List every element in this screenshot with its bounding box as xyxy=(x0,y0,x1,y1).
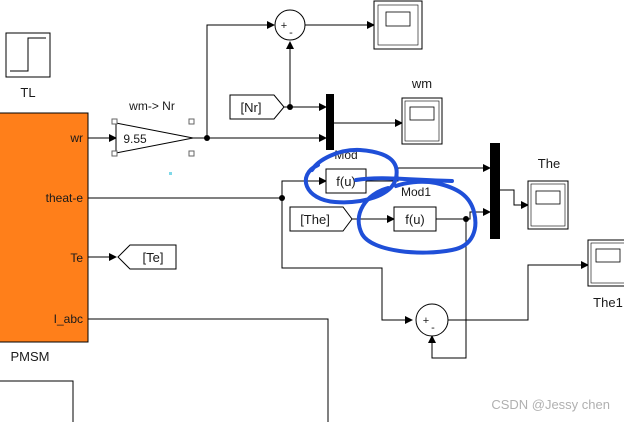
sum-top-block[interactable]: + - xyxy=(274,9,306,41)
step-block[interactable]: TL xyxy=(5,32,51,100)
goto-te-block[interactable]: [Te] xyxy=(117,244,177,270)
sum-top-sign-plus: + xyxy=(281,20,287,32)
port-iabc: I_abc xyxy=(54,312,83,326)
branch-dot xyxy=(204,135,210,141)
fcn-mod1-block[interactable]: Mod1 f(u) xyxy=(393,185,437,232)
from-the-block[interactable]: [The] xyxy=(289,206,353,232)
sum-bottom-block[interactable]: + - xyxy=(415,303,449,337)
from-nr-tag: [Nr] xyxy=(241,100,262,115)
selection-handles xyxy=(111,118,195,157)
scope-the[interactable]: The xyxy=(527,156,569,230)
sum-bottom-sign-minus: - xyxy=(431,322,435,334)
mux-block-1[interactable] xyxy=(326,94,334,150)
step-label: TL xyxy=(20,85,35,100)
cursor-dot xyxy=(169,172,172,175)
wire-gain-to-sum-top xyxy=(206,21,275,138)
wire-iabc xyxy=(88,318,329,422)
branch-dot xyxy=(279,195,285,201)
pmsm-block[interactable]: wr theat-e Te I_abc PMSM xyxy=(0,112,89,364)
branch-dot xyxy=(287,104,293,110)
scope-top[interactable] xyxy=(373,0,423,50)
scope-the-label: The xyxy=(538,156,560,171)
scope-the1-label: The1 xyxy=(593,295,623,310)
branch-dot xyxy=(463,216,469,222)
watermark: CSDN @Jessy chen xyxy=(491,397,610,412)
pmsm-label: PMSM xyxy=(11,349,50,364)
pmsm-body xyxy=(0,112,89,343)
wire-mod1-to-sum-bottom xyxy=(428,219,467,359)
fcn-mod1-expr: f(u) xyxy=(405,212,425,227)
wire-sum-to-scope-the1 xyxy=(448,261,589,321)
scope-the1[interactable]: The1 xyxy=(587,239,624,310)
wire-mux2-to-scope-the xyxy=(500,189,529,209)
hand-annotation xyxy=(303,147,478,255)
fcn-mod-expr: f(u) xyxy=(336,174,356,189)
goto-te-tag: [Te] xyxy=(143,250,164,265)
partial-block xyxy=(0,380,74,422)
wire-mod1-to-mux2 xyxy=(436,208,491,220)
port-te: Te xyxy=(70,251,83,265)
from-the-tag: [The] xyxy=(300,212,330,227)
sum-bottom-sign-plus: + xyxy=(423,315,429,327)
wire-theta-to-sum-bottom xyxy=(281,198,413,324)
fcn-mod1-caption: Mod1 xyxy=(401,185,431,199)
annotation-loop-mod1 xyxy=(356,179,478,255)
gain-value: 9.55 xyxy=(123,132,147,146)
mux-block-2[interactable] xyxy=(490,143,500,239)
port-wr: wr xyxy=(69,131,83,145)
scope-wm-label: wm xyxy=(411,76,432,91)
wire-theta-to-mod xyxy=(281,177,327,198)
branch-points xyxy=(204,104,469,222)
gain-block[interactable]: wm-> Nr 9.55 xyxy=(111,99,195,157)
sum-top-sign-minus: - xyxy=(289,27,293,39)
port-theta: theat-e xyxy=(46,191,84,205)
from-nr-block[interactable]: [Nr] xyxy=(229,94,285,120)
gain-caption: wm-> Nr xyxy=(128,99,175,113)
annotation-stroke xyxy=(354,176,454,183)
scope-wm[interactable]: wm xyxy=(401,76,443,145)
